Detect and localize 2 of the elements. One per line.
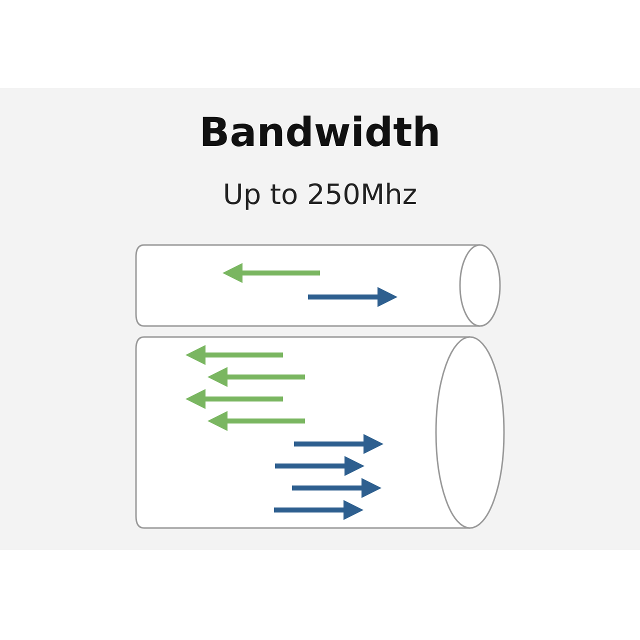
title: Bandwidth [199, 110, 441, 156]
subtitle: Up to 250Mhz [222, 178, 418, 211]
